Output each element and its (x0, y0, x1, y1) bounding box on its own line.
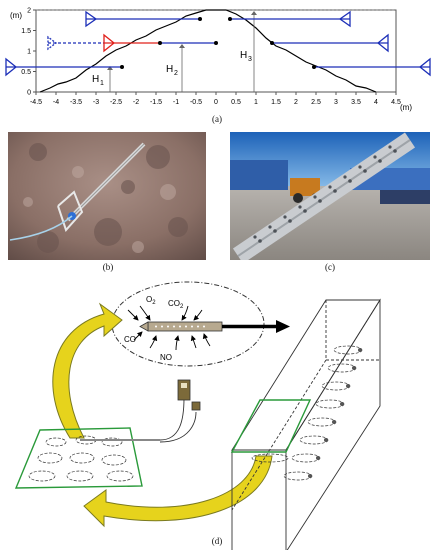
y-axis-unit: (m) (10, 11, 22, 20)
x-axis-unit: (m) (400, 103, 412, 112)
svg-text:H: H (92, 74, 99, 85)
photo-probe-in-soil (8, 132, 206, 260)
panel-a: -4.5 -4 -3.5 -3 -2.5 -2 -1.5 -1 -0.5 0 0.5 1 1.5 2 2.5… (0, 0, 437, 124)
x-tick-label: -2 (133, 99, 139, 106)
axis-ticks: -4.5 -4 -3.5 -3 -2.5 -2 -1.5 -1 -0.5 0 0.5 1 1.5 2 2.5… (21, 8, 401, 107)
y-tick-label: 0.5 (21, 69, 31, 76)
y-tick-label: 2 (27, 8, 31, 15)
probe-mid-left-dashed (47, 35, 104, 51)
x-tick-label: 4 (374, 99, 378, 106)
label-co: CO (124, 335, 136, 344)
probe-top-right (228, 10, 351, 28)
svg-text:3: 3 (248, 56, 252, 63)
sample-plate (14, 427, 143, 489)
caption-d: (d) (211, 536, 223, 546)
probe-mid-left-active (103, 33, 218, 53)
gas-arrows (127, 305, 211, 351)
x-tick-label: -1 (173, 99, 179, 106)
x-tick-label: -0.5 (190, 99, 202, 106)
label-no: NO (160, 353, 172, 362)
label-co2: CO2 (168, 299, 184, 310)
h2-marker: H 2 (166, 44, 185, 92)
x-tick-label: 4.5 (391, 99, 401, 106)
x-tick-label: 1 (254, 99, 258, 106)
svg-text:1: 1 (100, 80, 104, 87)
profile-plot: -4.5 -4 -3.5 -3 -2.5 -2 -1.5 -1 -0.5 0 0.5 1 1.5 2 2.5… (5, 8, 431, 112)
slice-plane (230, 399, 312, 453)
probe-cable (159, 397, 185, 441)
caption-b: (b) (102, 262, 114, 272)
y-tick-label: 1 (27, 49, 31, 56)
plot-frame (35, 9, 397, 93)
x-tick-label: 0.5 (231, 99, 241, 106)
y-tick-label: 1.5 (21, 28, 31, 35)
y-tick-label: 0 (27, 90, 31, 97)
panel-d: O2 CO2 CO NO (0, 270, 437, 554)
x-tick-label: -1.5 (150, 99, 162, 106)
pile-box (231, 298, 381, 554)
pile-probes (308, 348, 362, 478)
probe-low-right (312, 57, 431, 77)
svg-text:2: 2 (174, 70, 178, 77)
h1-marker: H 1 (92, 66, 113, 92)
probe-top-left (85, 10, 202, 28)
sample-cells (28, 435, 134, 482)
x-tick-label: 3.5 (351, 99, 361, 106)
photo-perforated-tube (230, 132, 430, 260)
x-tick-label: -2.5 (110, 99, 122, 106)
sensor-box (191, 401, 201, 411)
x-tick-label: -3 (93, 99, 99, 106)
gas-bubble (111, 281, 265, 367)
soil-photo (8, 132, 206, 260)
label-o2: O2 (146, 295, 156, 306)
caption-c: (c) (325, 262, 335, 272)
yellow-arrow-down (83, 455, 273, 528)
probe-low-left (5, 57, 124, 77)
sampling-diagram: O2 CO2 CO NO (14, 281, 381, 554)
yellow-arrow-up (52, 302, 123, 439)
svg-text:H: H (166, 64, 173, 75)
x-tick-label: 3 (334, 99, 338, 106)
svg-text:H: H (240, 50, 247, 61)
x-tick-label: -4.5 (30, 99, 42, 106)
caption-a: (a) (212, 114, 222, 124)
x-tick-label: 1.5 (271, 99, 281, 106)
site-photo (230, 132, 430, 260)
x-tick-label: -3.5 (70, 99, 82, 106)
x-tick-label: 2 (294, 99, 298, 106)
x-tick-label: 0 (214, 99, 218, 106)
x-tick-label: -4 (53, 99, 59, 106)
x-tick-label: 2.5 (311, 99, 321, 106)
h3-marker: H 3 (240, 11, 257, 92)
probe-mid-right (270, 33, 389, 53)
